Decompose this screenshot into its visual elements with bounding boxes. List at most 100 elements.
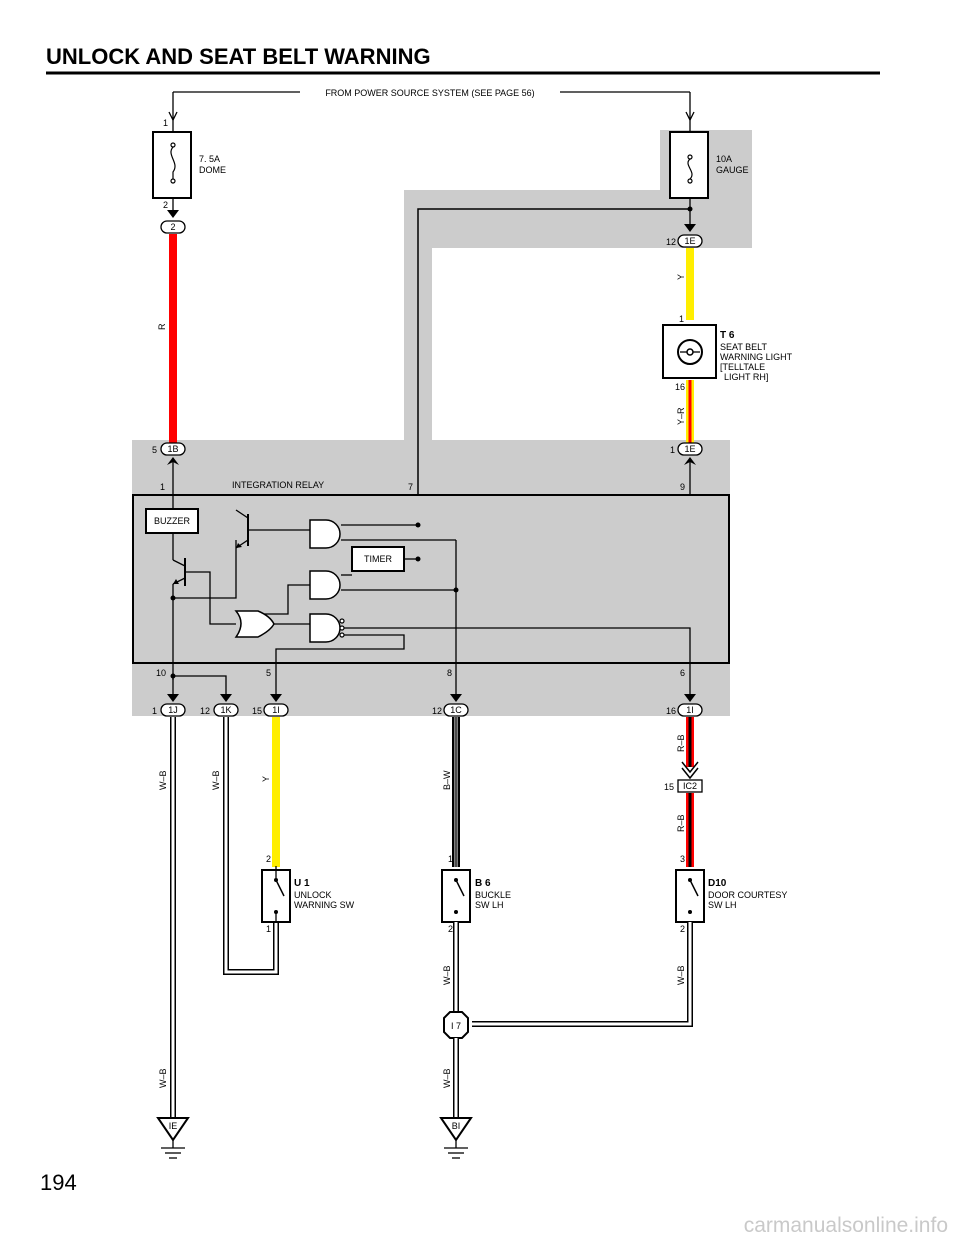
- svg-text:3: 3: [680, 854, 685, 864]
- buzzer-box: [145, 508, 199, 534]
- svg-text:Y: Y: [261, 776, 271, 782]
- svg-text:W–B: W–B: [442, 1068, 452, 1088]
- svg-text:12: 12: [666, 237, 676, 247]
- svg-text:LIGHT RH]: LIGHT RH]: [724, 372, 768, 382]
- svg-text:16: 16: [675, 382, 685, 392]
- svg-text:8: 8: [447, 668, 452, 678]
- watermark: carmanualsonline.info: [744, 1214, 948, 1237]
- svg-text:Y–R: Y–R: [676, 407, 686, 425]
- integration-relay: INTEGRATION RELAY 1 7 9 BUZZER TIME: [132, 480, 730, 680]
- svg-text:1J: 1J: [168, 705, 178, 715]
- svg-text:UNLOCK: UNLOCK: [294, 890, 332, 900]
- connector-1c: 1C 12: [432, 680, 469, 717]
- svg-text:5: 5: [152, 445, 157, 455]
- wire-y-switch: Y: [261, 717, 280, 867]
- svg-text:15: 15: [664, 782, 674, 792]
- svg-text:15: 15: [252, 706, 262, 716]
- svg-text:DOOR COURTESY: DOOR COURTESY: [708, 890, 787, 900]
- svg-text:IC2: IC2: [683, 781, 697, 791]
- switch-u1: 2 U 1 UNLOCK WARNING SW 1: [261, 854, 355, 934]
- wire-wb-bi: W–B: [442, 1038, 459, 1120]
- wire-bw: B–W: [442, 717, 460, 867]
- wire-y-r: Y–R: [676, 380, 694, 444]
- ground-bi: BI: [439, 1117, 473, 1159]
- page-title: UNLOCK AND SEAT BELT WARNING: [46, 44, 431, 69]
- connector-1k: 1K 12: [200, 694, 239, 717]
- ground-ie: IE: [156, 1117, 190, 1159]
- svg-text:1: 1: [448, 854, 453, 864]
- wire-wb-1k: W–B: [211, 717, 279, 975]
- relay-name: INTEGRATION RELAY: [232, 480, 324, 490]
- svg-text:9: 9: [680, 482, 685, 492]
- svg-text:WARNING SW: WARNING SW: [294, 900, 355, 910]
- svg-text:12: 12: [200, 706, 210, 716]
- connector-1i-15: 1I 15: [252, 680, 289, 717]
- svg-text:D10: D10: [708, 878, 727, 889]
- svg-text:B 6: B 6: [475, 878, 491, 889]
- svg-text:1B: 1B: [167, 444, 178, 454]
- svg-text:W–B: W–B: [211, 770, 221, 790]
- connector-1i-16: 1I 16: [666, 680, 703, 717]
- svg-text:WARNING LIGHT: WARNING LIGHT: [720, 352, 793, 362]
- connector-1e-lower: 1E 1: [670, 442, 703, 496]
- wire-y-top: Y: [676, 248, 694, 320]
- svg-text:BI: BI: [452, 1121, 461, 1131]
- svg-text:1: 1: [152, 706, 157, 716]
- svg-text:1: 1: [266, 924, 271, 934]
- svg-text:TIMER: TIMER: [364, 554, 392, 564]
- svg-text:IE: IE: [169, 1121, 178, 1131]
- svg-text:[TELLTALE: [TELLTALE: [720, 362, 765, 372]
- switch-d10: 3 D10 DOOR COURTESY SW LH 2: [675, 854, 787, 934]
- svg-text:GAUGE: GAUGE: [716, 165, 749, 175]
- svg-text:2: 2: [163, 200, 168, 210]
- svg-text:5: 5: [266, 668, 271, 678]
- svg-text:6: 6: [680, 668, 685, 678]
- page-number: 194: [40, 1170, 77, 1195]
- svg-text:7. 5A: 7. 5A: [199, 154, 220, 164]
- svg-text:DOME: DOME: [199, 165, 226, 175]
- svg-text:BUCKLE: BUCKLE: [475, 890, 511, 900]
- wire-r: R: [157, 234, 177, 444]
- wire-wb-1j: W–B W–B: [158, 717, 176, 1120]
- svg-text:W–B: W–B: [158, 1068, 168, 1088]
- timer-box: [351, 546, 405, 572]
- svg-text:R–B: R–B: [676, 814, 686, 832]
- svg-text:T 6: T 6: [720, 330, 735, 341]
- wire-rb: R–B IC2 15 R–B: [664, 717, 703, 867]
- svg-text:W–B: W–B: [442, 965, 452, 985]
- svg-text:1K: 1K: [220, 705, 231, 715]
- svg-text:1E: 1E: [684, 444, 695, 454]
- svg-text:2: 2: [448, 924, 453, 934]
- svg-text:R: R: [157, 323, 167, 330]
- svg-text:SEAT BELT: SEAT BELT: [720, 342, 768, 352]
- dome-fuse: 1 7. 5A DOME 2 2: [152, 118, 226, 234]
- svg-text:2: 2: [680, 924, 685, 934]
- svg-text:2: 2: [266, 854, 271, 864]
- svg-text:1: 1: [163, 118, 168, 128]
- gauge-fuse: 10A GAUGE 1E 12: [666, 120, 749, 248]
- svg-text:1I: 1I: [686, 705, 694, 715]
- junction-i7: I 7: [443, 1011, 469, 1039]
- svg-text:7: 7: [408, 482, 413, 492]
- power-source-label: FROM POWER SOURCE SYSTEM (SEE PAGE 56): [325, 88, 534, 98]
- svg-text:10A: 10A: [716, 154, 732, 164]
- svg-text:U 1: U 1: [294, 878, 310, 889]
- svg-text:10: 10: [156, 668, 166, 678]
- svg-text:W–B: W–B: [676, 965, 686, 985]
- svg-text:B–W: B–W: [442, 770, 452, 790]
- svg-text:1E: 1E: [684, 236, 695, 246]
- svg-text:BUZZER: BUZZER: [154, 516, 191, 526]
- power-source-line: FROM POWER SOURCE SYSTEM (SEE PAGE 56): [168, 88, 695, 122]
- svg-text:1: 1: [670, 445, 675, 455]
- telltale-t6: 1 T 6 SEAT BELT WARNING LIGHT [TELLTALE …: [662, 314, 793, 392]
- svg-text:1C: 1C: [450, 705, 462, 715]
- svg-text:1: 1: [160, 482, 165, 492]
- connector-1j: 1J 1: [152, 676, 186, 717]
- svg-text:2: 2: [170, 222, 175, 232]
- svg-text:SW LH: SW LH: [475, 900, 504, 910]
- svg-text:16: 16: [666, 706, 676, 716]
- svg-text:1I: 1I: [272, 705, 280, 715]
- svg-text:12: 12: [432, 706, 442, 716]
- svg-text:1: 1: [679, 314, 684, 324]
- svg-text:Y: Y: [676, 274, 686, 280]
